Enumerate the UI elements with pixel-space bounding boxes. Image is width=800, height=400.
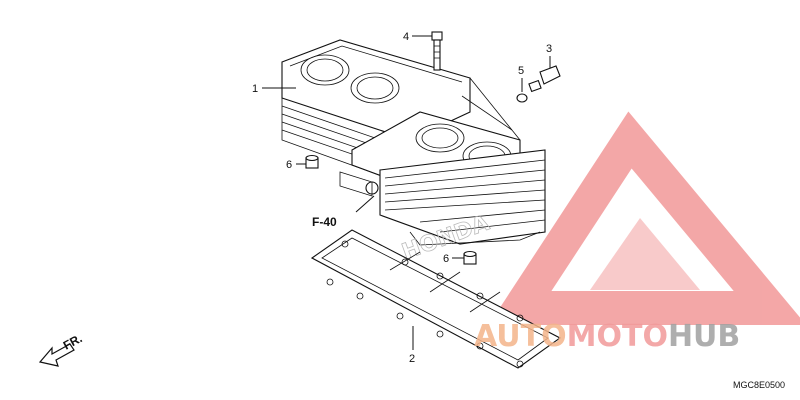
watermark-logo-icon: [488, 111, 800, 325]
callout-4: 4: [403, 31, 409, 43]
watermark-text: AUTOMOTOHUB: [474, 319, 740, 354]
watermark-part-auto: AUTO: [474, 319, 567, 354]
gasket-part-2: [310, 229, 562, 369]
callout-2: 2: [409, 353, 415, 365]
front-arrow-icon: [38, 343, 75, 367]
callout-1: 1: [252, 83, 258, 95]
callout-6-upper: 6: [286, 159, 292, 171]
dowel-pin-upper: [305, 154, 319, 169]
dowel-pin-lower: [463, 250, 477, 265]
callout-5: 5: [518, 65, 524, 77]
diagram-code: MGC8E0500: [733, 380, 785, 390]
bolt-part-4: [431, 31, 443, 71]
callout-6-lower: 6: [443, 253, 449, 265]
watermark-part-moto: MOTO: [567, 319, 668, 354]
leader-lines: [262, 35, 551, 350]
reference-label: F-40: [312, 215, 337, 229]
washer-part-5: [516, 93, 528, 103]
callout-3: 3: [546, 43, 552, 55]
watermark-part-hub: HUB: [668, 319, 740, 354]
cylinder-block: [281, 39, 546, 246]
sensor-part-3: [528, 65, 561, 93]
